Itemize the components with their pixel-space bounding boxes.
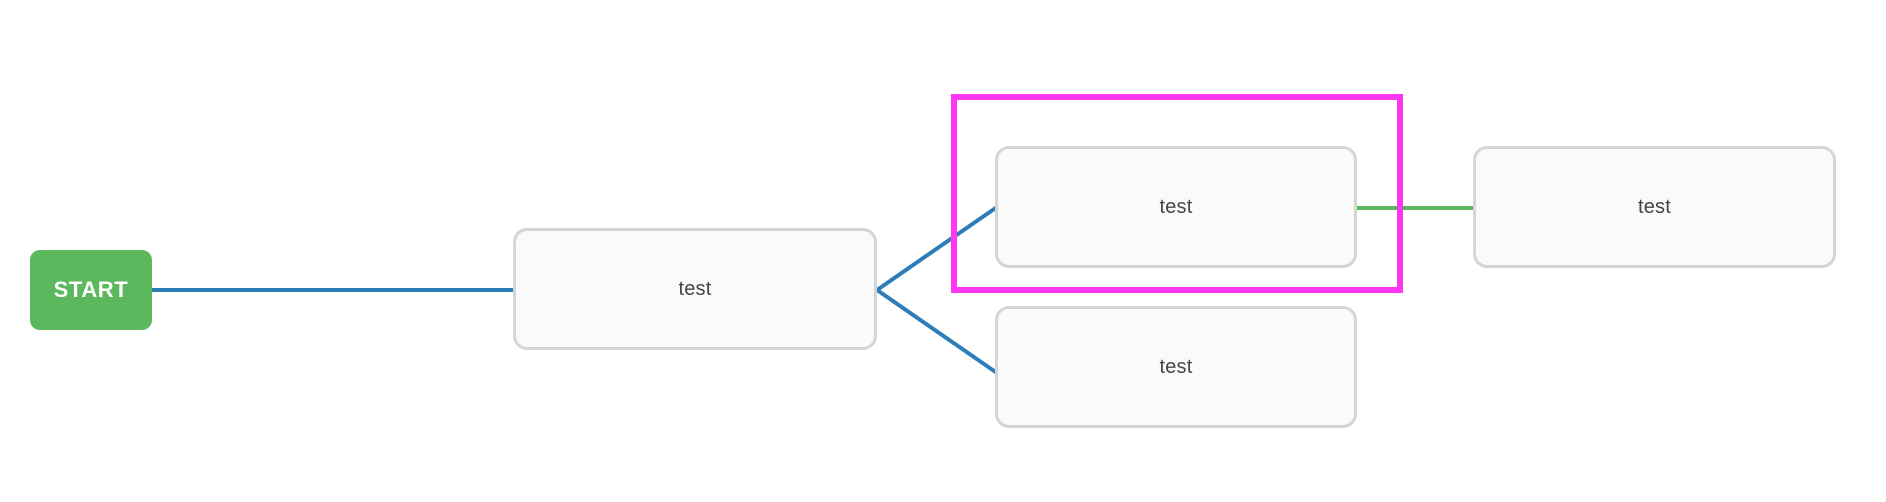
node-task-3[interactable]: test — [995, 306, 1357, 428]
node-task-4-label: test — [1637, 196, 1672, 218]
node-task-4[interactable]: test — [1473, 146, 1836, 268]
edge-task1-to-task3 — [875, 288, 999, 375]
node-task-1-label: test — [678, 278, 712, 300]
node-start-label: START — [53, 277, 129, 302]
node-task-2[interactable]: test — [995, 146, 1357, 268]
edge-task1-to-task2 — [875, 205, 999, 292]
node-task-2-label: test — [1159, 196, 1193, 218]
node-start[interactable]: START — [30, 250, 152, 330]
node-task-1[interactable]: test — [513, 228, 877, 350]
node-task-3-label: test — [1159, 356, 1193, 378]
